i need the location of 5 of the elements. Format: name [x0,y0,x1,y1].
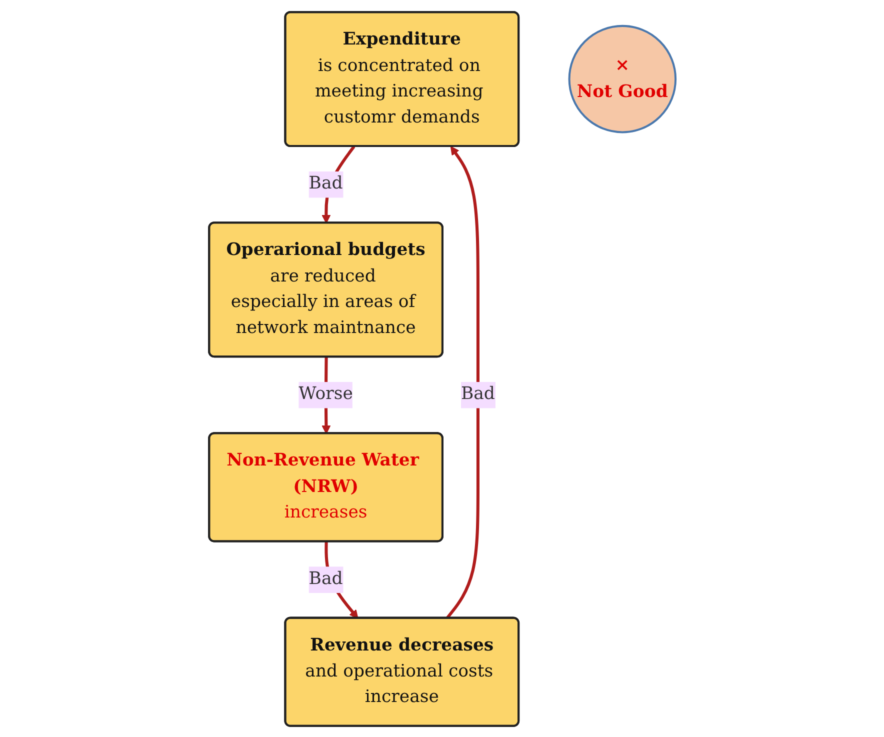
edge-label: Bad [460,383,495,404]
node-circle: × Not Good [568,24,676,133]
edge-label: Bad [308,172,342,194]
edge-label: Worse [298,383,353,404]
edge-label: Bad [308,568,342,588]
